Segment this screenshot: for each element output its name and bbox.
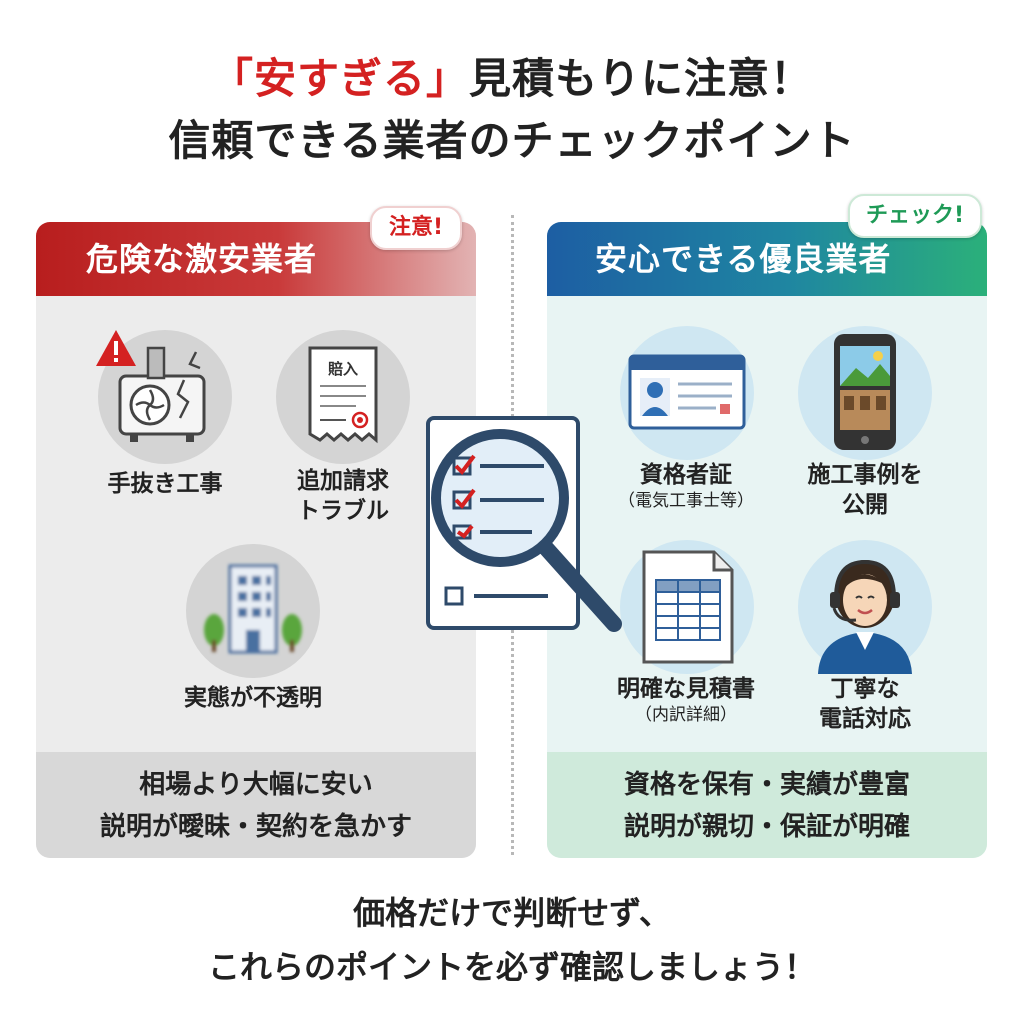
broken-aircon-warning-icon (118, 346, 206, 442)
dangerous-summary-line-1: 相場より大幅に安い (139, 770, 373, 800)
title-line-1-rest: 見積もりに注意！ (469, 54, 814, 103)
extra-charge-label: 追加請求 トラブル (258, 466, 428, 526)
invoice-stamp-text: 賠入 (328, 360, 358, 378)
operator-headset-icon (818, 559, 912, 674)
phone-support-circle (798, 540, 932, 674)
extra-charge-label-line-1: 追加請求 (297, 468, 389, 494)
title-line-1: 「安すぎる」見積もりに注意！ (0, 48, 1024, 110)
title-line-2: 信頼できる業者のチェックポイント (168, 116, 856, 165)
page-title: 「安すぎる」見積もりに注意！ 信頼できる業者のチェックポイント (0, 48, 1024, 172)
trusted-summary-line-1: 資格を保有・実績が豊富 (623, 770, 910, 800)
estimate-label-sub: （内訳詳細） (635, 705, 737, 725)
license-circle (620, 326, 754, 460)
portfolio-label-line-2: 公開 (842, 492, 888, 518)
trusted-summary-line-2: 説明が親切・保証が明確 (623, 812, 910, 842)
closing-message-line-2: これらのポイントを必ず確認しましょう！ (207, 948, 816, 986)
estimate-circle (620, 540, 754, 674)
trusted-vendor-summary: 資格を保有・実績が豊富 説明が親切・保証が明確 (547, 752, 987, 858)
invoice-document-icon: 賠入 (308, 346, 378, 444)
license-label-main: 資格者証 (640, 462, 732, 488)
portfolio-label: 施工事例を 公開 (772, 460, 958, 520)
blurred-building-icon (204, 564, 302, 654)
opaque-company-label: 実態が不透明 (184, 685, 322, 711)
caution-bubble: 注意! (370, 206, 462, 250)
estimate-spreadsheet-icon (642, 550, 734, 664)
closing-message-line-1: 価格だけで判断せず、 (353, 894, 671, 932)
dangerous-vendor-panel: 危険な激安業者 相場より大幅に安い 説明が曖昧・契約を急かす (36, 222, 476, 858)
check-bubble: チェック! (848, 194, 982, 238)
extra-charge-label-line-2: トラブル (297, 498, 389, 524)
phone-support-label: 丁寧な 電話対応 (772, 674, 958, 734)
dangerous-vendor-summary: 相場より大幅に安い 説明が曖昧・契約を急かす (36, 752, 476, 858)
dangerous-summary-line-2: 説明が曖昧・契約を急かす (99, 812, 412, 842)
license-label: 資格者証 （電気工事士等） (586, 460, 786, 512)
checklist-magnifier-icon (426, 416, 622, 632)
trusted-vendor-panel: 安心できる優良業者 資格を保有・実績が豊富 説明が親切・保証が明確 (547, 222, 987, 858)
id-card-icon (628, 354, 746, 430)
estimate-label-main: 明確な見積書 (617, 676, 755, 702)
invoice-circle: 賠入 (276, 330, 410, 464)
warning-triangle-icon (96, 330, 136, 366)
title-accent: 「安すぎる」 (210, 54, 469, 103)
opaque-company-circle (186, 544, 320, 678)
shoddy-work-label: 手抜き工事 (107, 471, 223, 497)
phone-support-label-line-1: 丁寧な (830, 676, 900, 702)
license-label-sub: （電気工事士等） (618, 491, 754, 511)
phone-support-label-line-2: 電話対応 (819, 706, 911, 732)
closing-message: 価格だけで判断せず、 これらのポイントを必ず確認しましょう！ (0, 886, 1024, 994)
broken-aircon-circle (98, 330, 232, 464)
portfolio-label-line-1: 施工事例を (807, 462, 923, 488)
smartphone-photos-icon (834, 334, 896, 450)
portfolio-circle (798, 326, 932, 460)
estimate-label: 明確な見積書 （内訳詳細） (586, 674, 786, 726)
